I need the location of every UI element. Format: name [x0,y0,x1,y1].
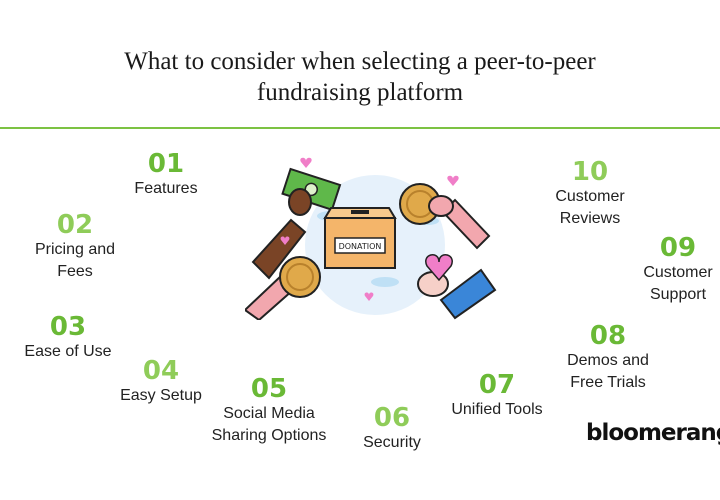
item-06: 06 Security [352,404,432,454]
item-04: 04 Easy Setup [111,357,211,407]
dark-hand [288,188,312,216]
item-label: Features [134,180,198,197]
item-number: 09 [659,233,697,263]
blue-sleeve [439,268,497,320]
bloomerang-logo: bloomerang [586,420,720,446]
item-02: 02 Pricing and Fees [20,211,130,283]
item-number: 02 [56,210,94,240]
item-09: 09 Customer Support [636,234,720,306]
donation-box-label: DONATION [339,242,382,251]
item-label: Demos and Free Trials [567,352,649,391]
heart-icon [447,175,459,186]
heart-icon [425,254,453,282]
item-05: 05 Social Media Sharing Options [200,375,338,447]
pink-hand [428,195,454,217]
item-number: 07 [478,370,516,400]
title-line-2: fundraising platform [256,79,464,106]
item-number: 04 [142,356,180,386]
item-label: Unified Tools [451,401,543,418]
item-label: Easy Setup [120,387,202,404]
item-10: 10 Customer Reviews [548,158,632,230]
item-07: 07 Unified Tools [437,371,557,421]
item-label: Customer Reviews [555,188,625,227]
coin-icon [279,256,321,298]
donation-box-icon: DONATION [323,207,397,269]
divider [0,127,720,129]
heart-icon [364,292,374,301]
heart-icon [280,236,290,245]
item-label: Social Media Sharing Options [211,405,327,444]
item-number: 06 [373,403,411,433]
item-label: Customer Support [643,264,713,303]
item-number: 03 [49,312,87,342]
item-label: Security [363,434,421,451]
item-number: 05 [250,374,288,404]
title-line-1: What to consider when selecting a peer-t… [124,48,596,75]
item-08: 08 Demos and Free Trials [558,322,658,394]
page-title: What to consider when selecting a peer-t… [0,46,720,108]
item-label: Ease of Use [24,343,112,360]
heart-icon [300,157,312,168]
item-number: 10 [571,157,609,187]
donation-illustration: DONATION [245,157,497,320]
item-01: 01 Features [126,150,206,200]
cloud-icon [371,277,399,287]
item-number: 08 [589,321,627,351]
item-number: 01 [147,149,185,179]
item-label: Pricing and Fees [34,241,116,280]
item-03: 03 Ease of Use [10,313,126,363]
dark-arm [251,218,307,280]
